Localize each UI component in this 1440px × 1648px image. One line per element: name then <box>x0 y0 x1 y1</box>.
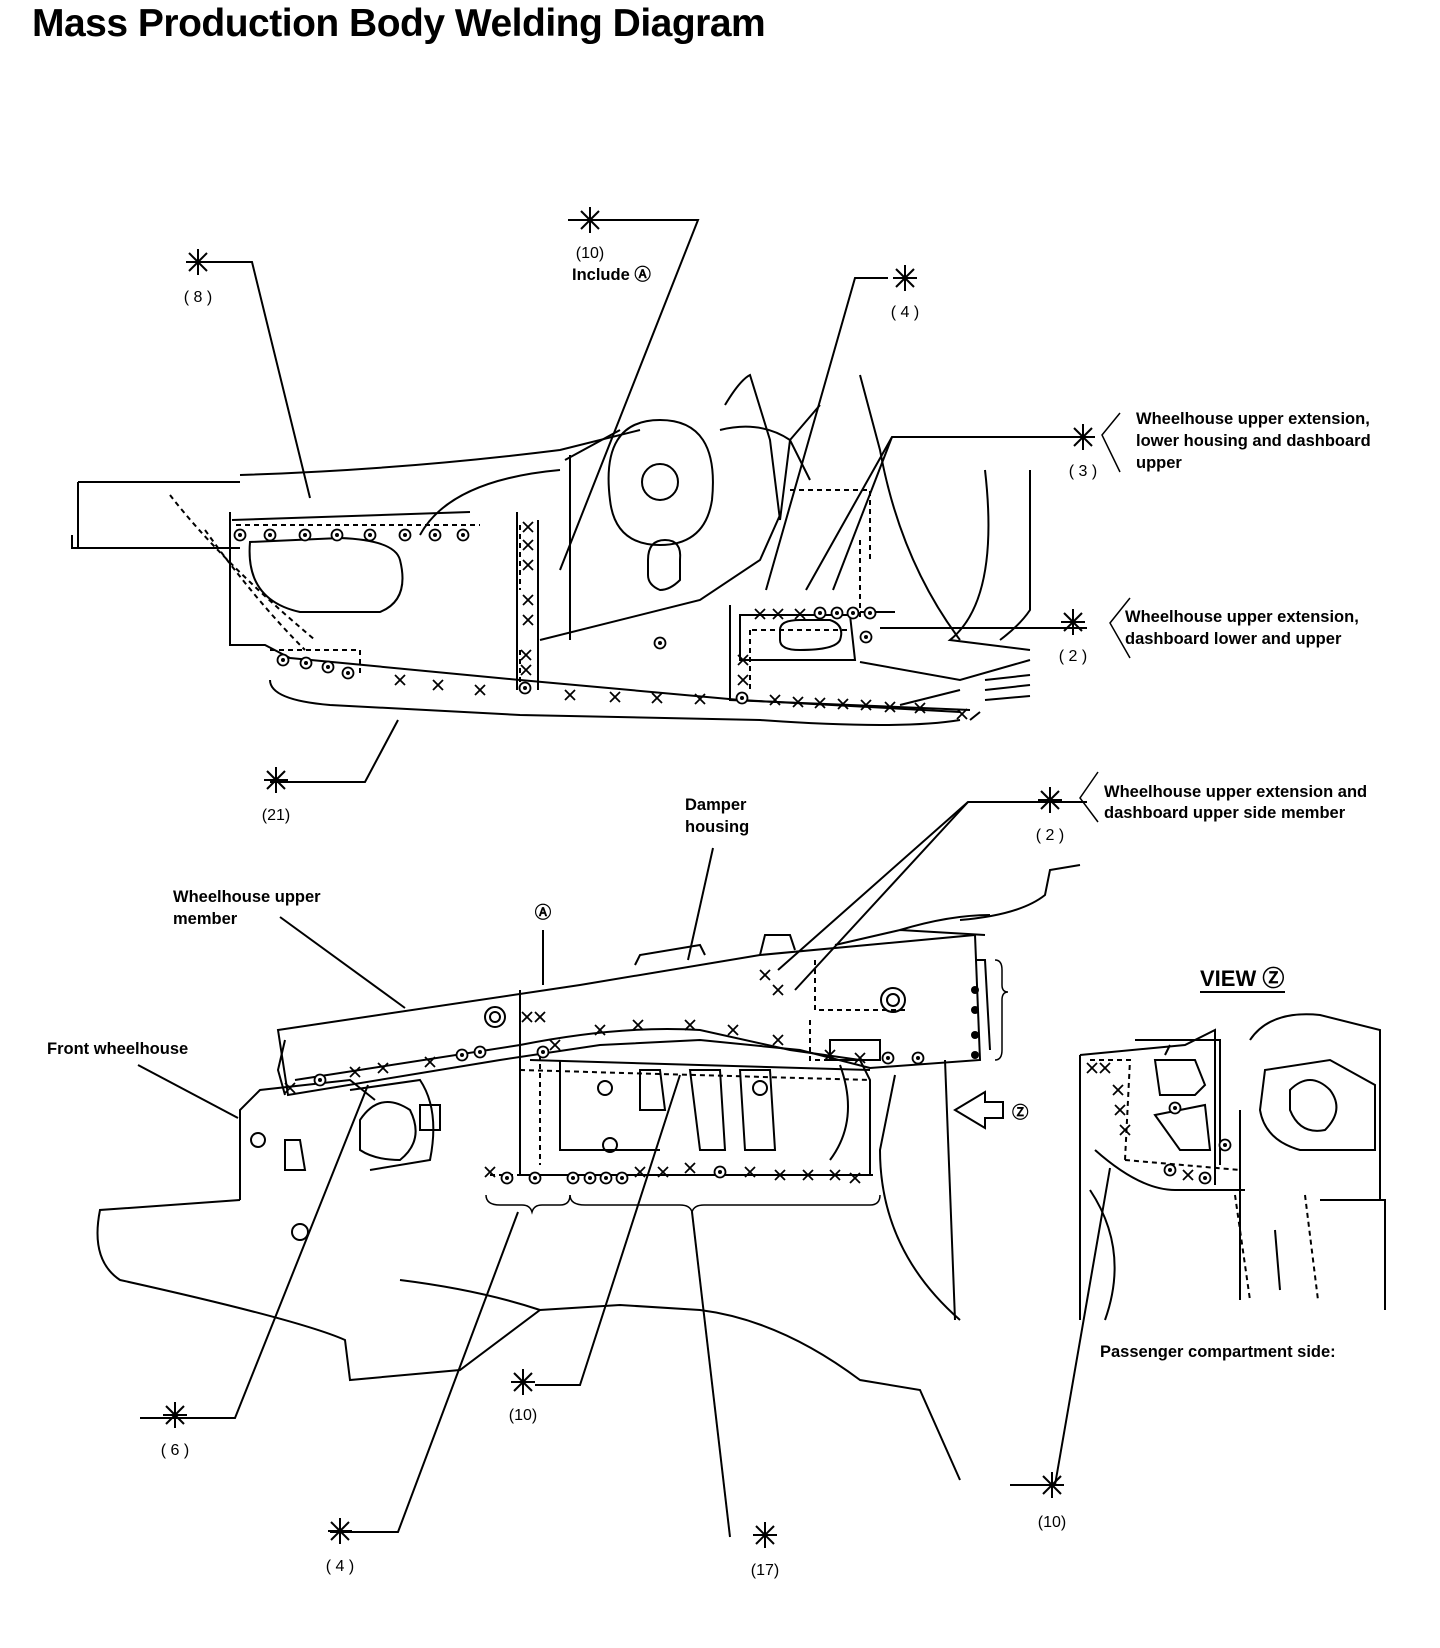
weld-star-icon <box>1037 786 1063 814</box>
c2-top-desc-line2: dashboard lower and upper <box>1125 630 1342 648</box>
passenger-compartment-label: Passenger compartment side: <box>1100 1343 1336 1361</box>
weld-star-icon <box>577 206 603 234</box>
weld-star-icon <box>162 1401 188 1429</box>
wheelhouse-upper-member-label-line2: member <box>173 910 238 928</box>
weld-count-3: ( 3 ) <box>1069 463 1097 480</box>
weld-count-2-top: ( 2 ) <box>1059 648 1087 665</box>
weld-count-labels: ( 8 ) (10) Include Ⓐ ( 4 ) ( 3 ) ( 2 ) (… <box>161 245 1097 1579</box>
damper-housing-label-line1: Damper <box>685 796 747 814</box>
bottom-callout-leaders <box>137 801 1087 1538</box>
weld-star-icon <box>1039 1471 1065 1499</box>
weld-count-10-mid: (10) <box>509 1407 537 1424</box>
weld-star-icon <box>327 1517 353 1545</box>
weld-star-icon <box>185 248 211 276</box>
weld-count-10-top: (10) <box>576 245 604 262</box>
weld-star-icon <box>892 264 918 292</box>
weld-count-8: ( 8 ) <box>184 289 212 306</box>
c2-mid-desc-line2: dashboard upper side member <box>1104 804 1346 822</box>
top-callout-leaders <box>200 219 1087 783</box>
c3-desc-line3: upper <box>1136 454 1182 472</box>
c3-desc-line1: Wheelhouse upper extension, <box>1136 410 1370 428</box>
reference-a-label: Ⓐ <box>535 902 552 922</box>
weld-count-symbols <box>162 206 1096 1549</box>
include-note: Include Ⓐ <box>572 264 651 284</box>
part-labels: Wheelhouse upper extension, lower housin… <box>47 410 1371 1361</box>
c3-desc-line2: lower housing and dashboard <box>1136 432 1371 450</box>
c2-top-desc-line1: Wheelhouse upper extension, <box>1125 608 1359 626</box>
weld-star-icon <box>263 766 289 794</box>
top-assembly-drawing <box>71 373 1031 726</box>
damper-housing-label-line2: housing <box>685 818 749 836</box>
weld-star-icon <box>752 1521 778 1549</box>
weld-count-21: (21) <box>262 807 290 824</box>
front-wheelhouse-label: Front wheelhouse <box>47 1040 188 1058</box>
bottom-assembly-drawing <box>96 864 1081 1481</box>
weld-star-icon <box>1070 423 1096 451</box>
view-z-title: VIEW Ⓩ <box>1200 966 1284 991</box>
weld-star-icon <box>1060 608 1086 636</box>
weld-count-4-top: ( 4 ) <box>891 304 919 321</box>
weld-count-4-bot: ( 4 ) <box>326 1558 354 1575</box>
view-z-arrow-label: Ⓩ <box>1012 1102 1029 1122</box>
c2-mid-desc-line1: Wheelhouse upper extension and <box>1104 783 1367 801</box>
wheelhouse-upper-member-label-line1: Wheelhouse upper <box>173 888 321 906</box>
view-z-inset <box>1010 991 1386 1486</box>
weld-count-6: ( 6 ) <box>161 1442 189 1459</box>
weld-star-icon <box>510 1368 536 1396</box>
page-title: Mass Production Body Welding Diagram <box>32 2 766 45</box>
weld-count-10-view: (10) <box>1038 1514 1066 1531</box>
weld-count-17: (17) <box>751 1562 779 1579</box>
weld-count-2-mid: ( 2 ) <box>1036 827 1064 844</box>
